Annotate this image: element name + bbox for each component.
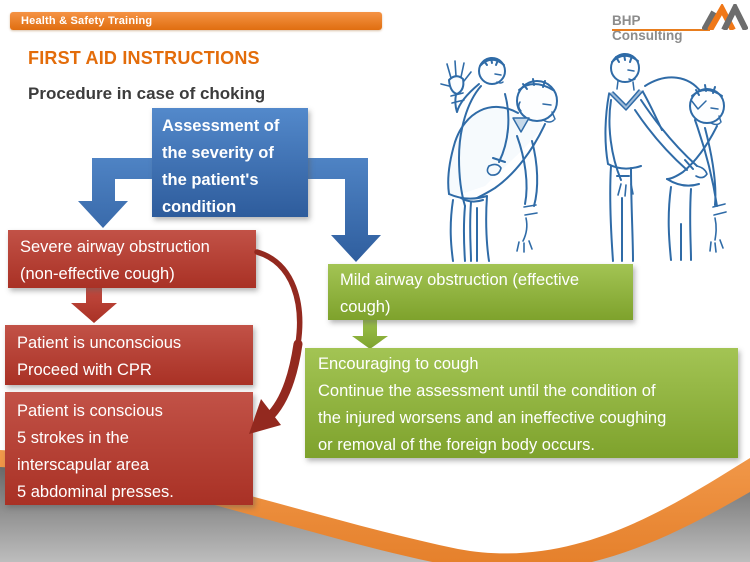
red-down-arrow (71, 288, 117, 323)
gray-wave (0, 462, 750, 562)
brand-name: BHP Consulting (612, 13, 683, 43)
mild-obstruction-box: Mild airway obstruction (effective cough… (328, 264, 633, 320)
page-title: FIRST AID INSTRUCTIONS (28, 48, 260, 68)
scene-abdominal-thrusts (604, 53, 727, 262)
assessment-box: Assessment of the severity of the patien… (152, 108, 308, 217)
scene-back-blows (440, 57, 558, 262)
unconscious-cpr-box: Patient is unconscious Proceed with CPR (5, 325, 253, 385)
blue-arrow-left (78, 158, 152, 228)
header-banner: Health & Safety Training (10, 12, 382, 30)
blue-arrow-right (308, 158, 381, 262)
conscious-strokes-box: Patient is conscious 5 strokes in the in… (5, 392, 253, 505)
page-subtitle: Procedure in case of choking (28, 84, 266, 103)
brand-logo-icon (702, 4, 748, 30)
brand-underline (612, 29, 710, 31)
green-down-arrow (352, 320, 388, 349)
severe-obstruction-box: Severe airway obstruction (non-effective… (8, 230, 256, 288)
first-aid-illustration (440, 53, 727, 262)
encouraging-cough-box: Encouraging to cough Continue the assess… (305, 348, 738, 458)
